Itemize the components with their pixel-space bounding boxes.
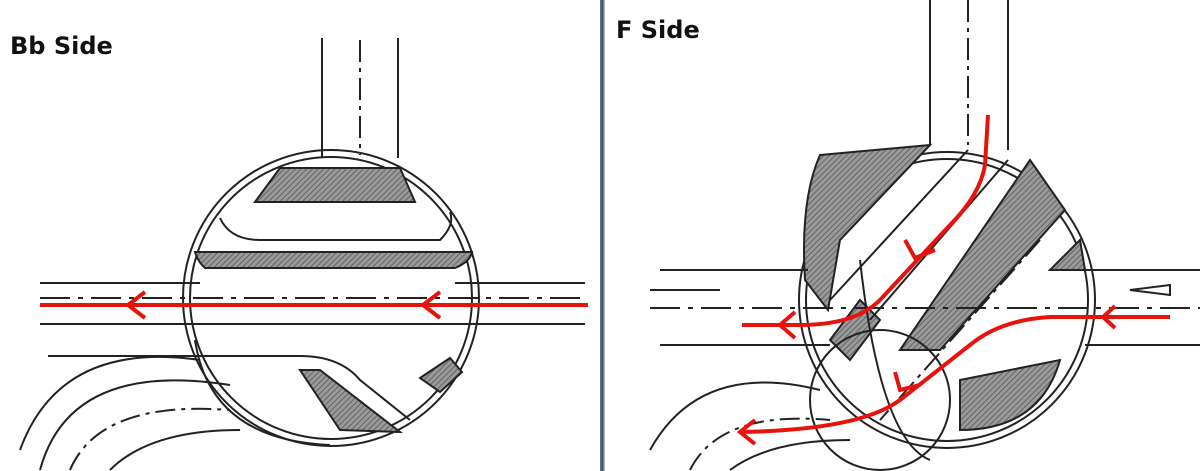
bb-side-rotor — [19, 38, 585, 471]
panel-divider — [600, 0, 605, 471]
f-side-rotor — [649, 0, 1200, 471]
bb-side-flow-arrow — [40, 290, 588, 320]
f-side-label: F Side — [616, 16, 700, 44]
f-side-flow-arrows — [736, 114, 1170, 446]
bb-side-label: Bb Side — [10, 32, 113, 60]
